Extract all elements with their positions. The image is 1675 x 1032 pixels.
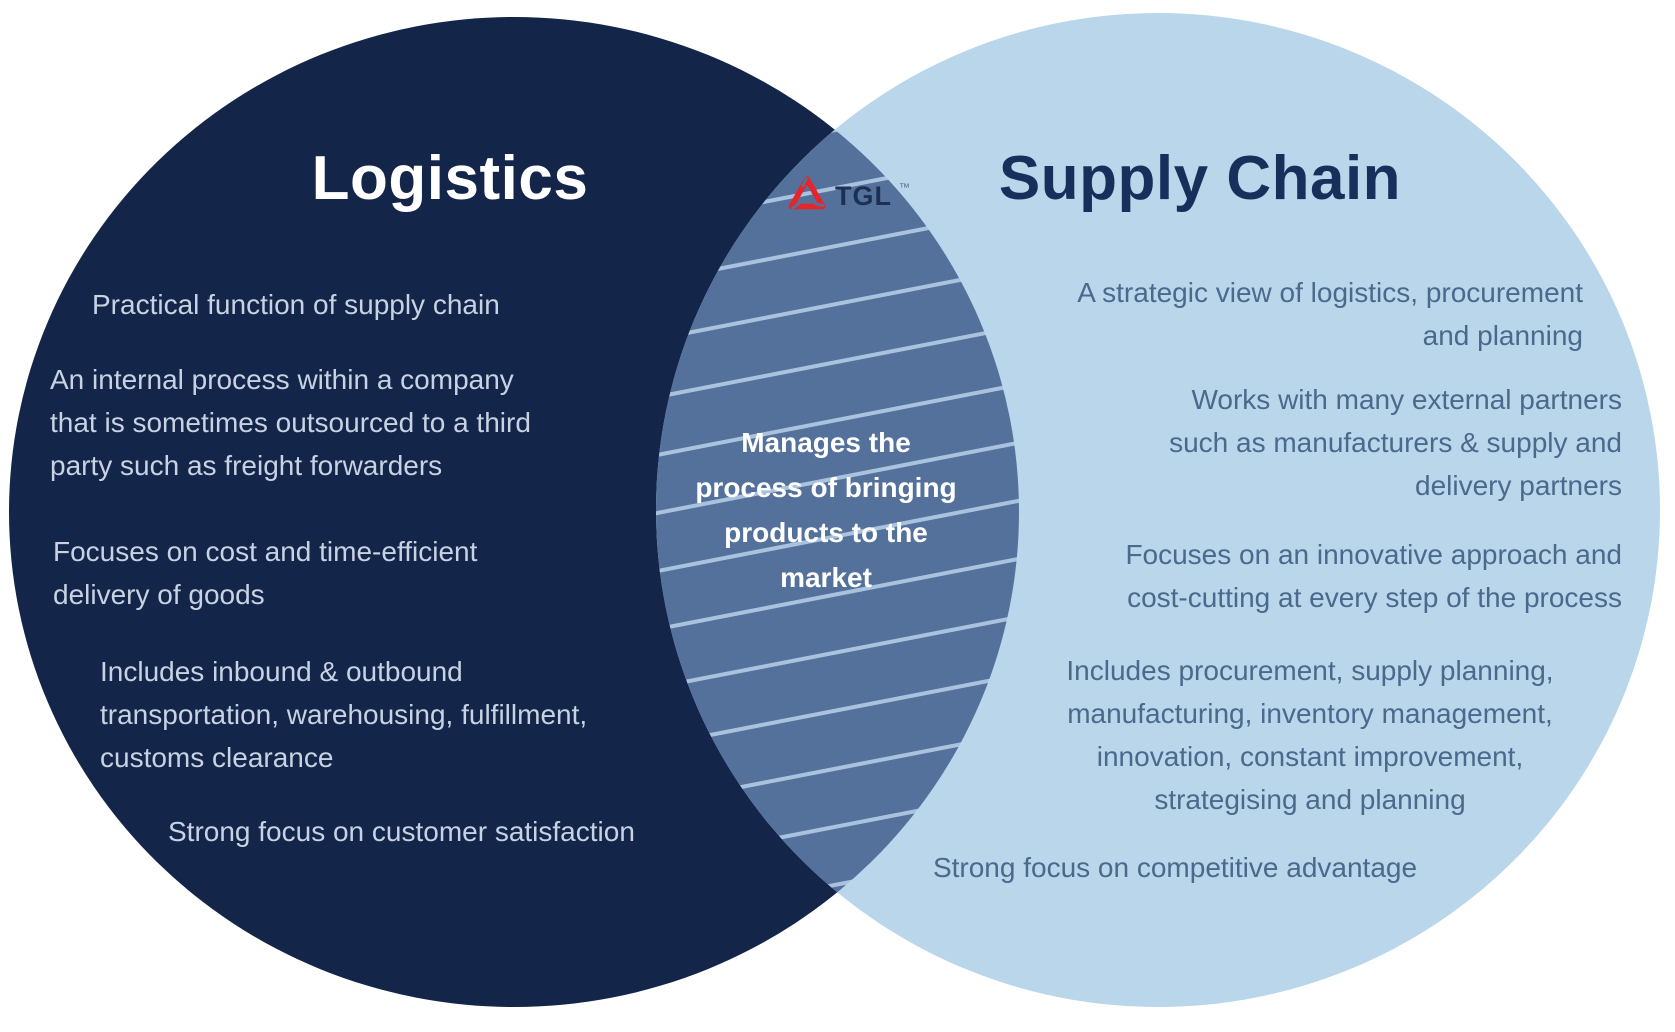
logistics-title: Logistics <box>311 144 589 213</box>
tgl-logo-icon <box>788 176 826 210</box>
supply-chain-point-4: Includes procurement, supply planning, m… <box>1066 655 1554 815</box>
logistics-point-1: Practical function of supply chain <box>92 289 500 320</box>
supply-chain-point-2: Works with many external partners such a… <box>1169 384 1622 501</box>
supply-chain-title: Supply Chain <box>998 144 1402 213</box>
overlap-text: Manages the process of bringing products… <box>695 427 957 593</box>
logistics-point-4: Includes inbound & outbound transportati… <box>100 656 588 773</box>
tgl-logo: TGL ™ <box>786 176 910 216</box>
logistics-point-5: Strong focus on customer satisfaction <box>168 816 635 847</box>
supply-chain-point-1: A strategic view of logistics, procureme… <box>1077 277 1583 351</box>
supply-chain-point-3: Focuses on an innovative approach and co… <box>1125 539 1622 613</box>
tgl-logo-text: TGL <box>835 180 892 211</box>
supply-chain-point-5: Strong focus on competitive advantage <box>932 852 1418 883</box>
logistics-point-3: Focuses on cost and time-efficient deliv… <box>53 536 478 610</box>
overlap-region <box>656 17 1019 1007</box>
tgl-trademark-symbol: ™ <box>899 181 910 194</box>
logistics-point-2: An internal process within a company tha… <box>50 364 531 481</box>
